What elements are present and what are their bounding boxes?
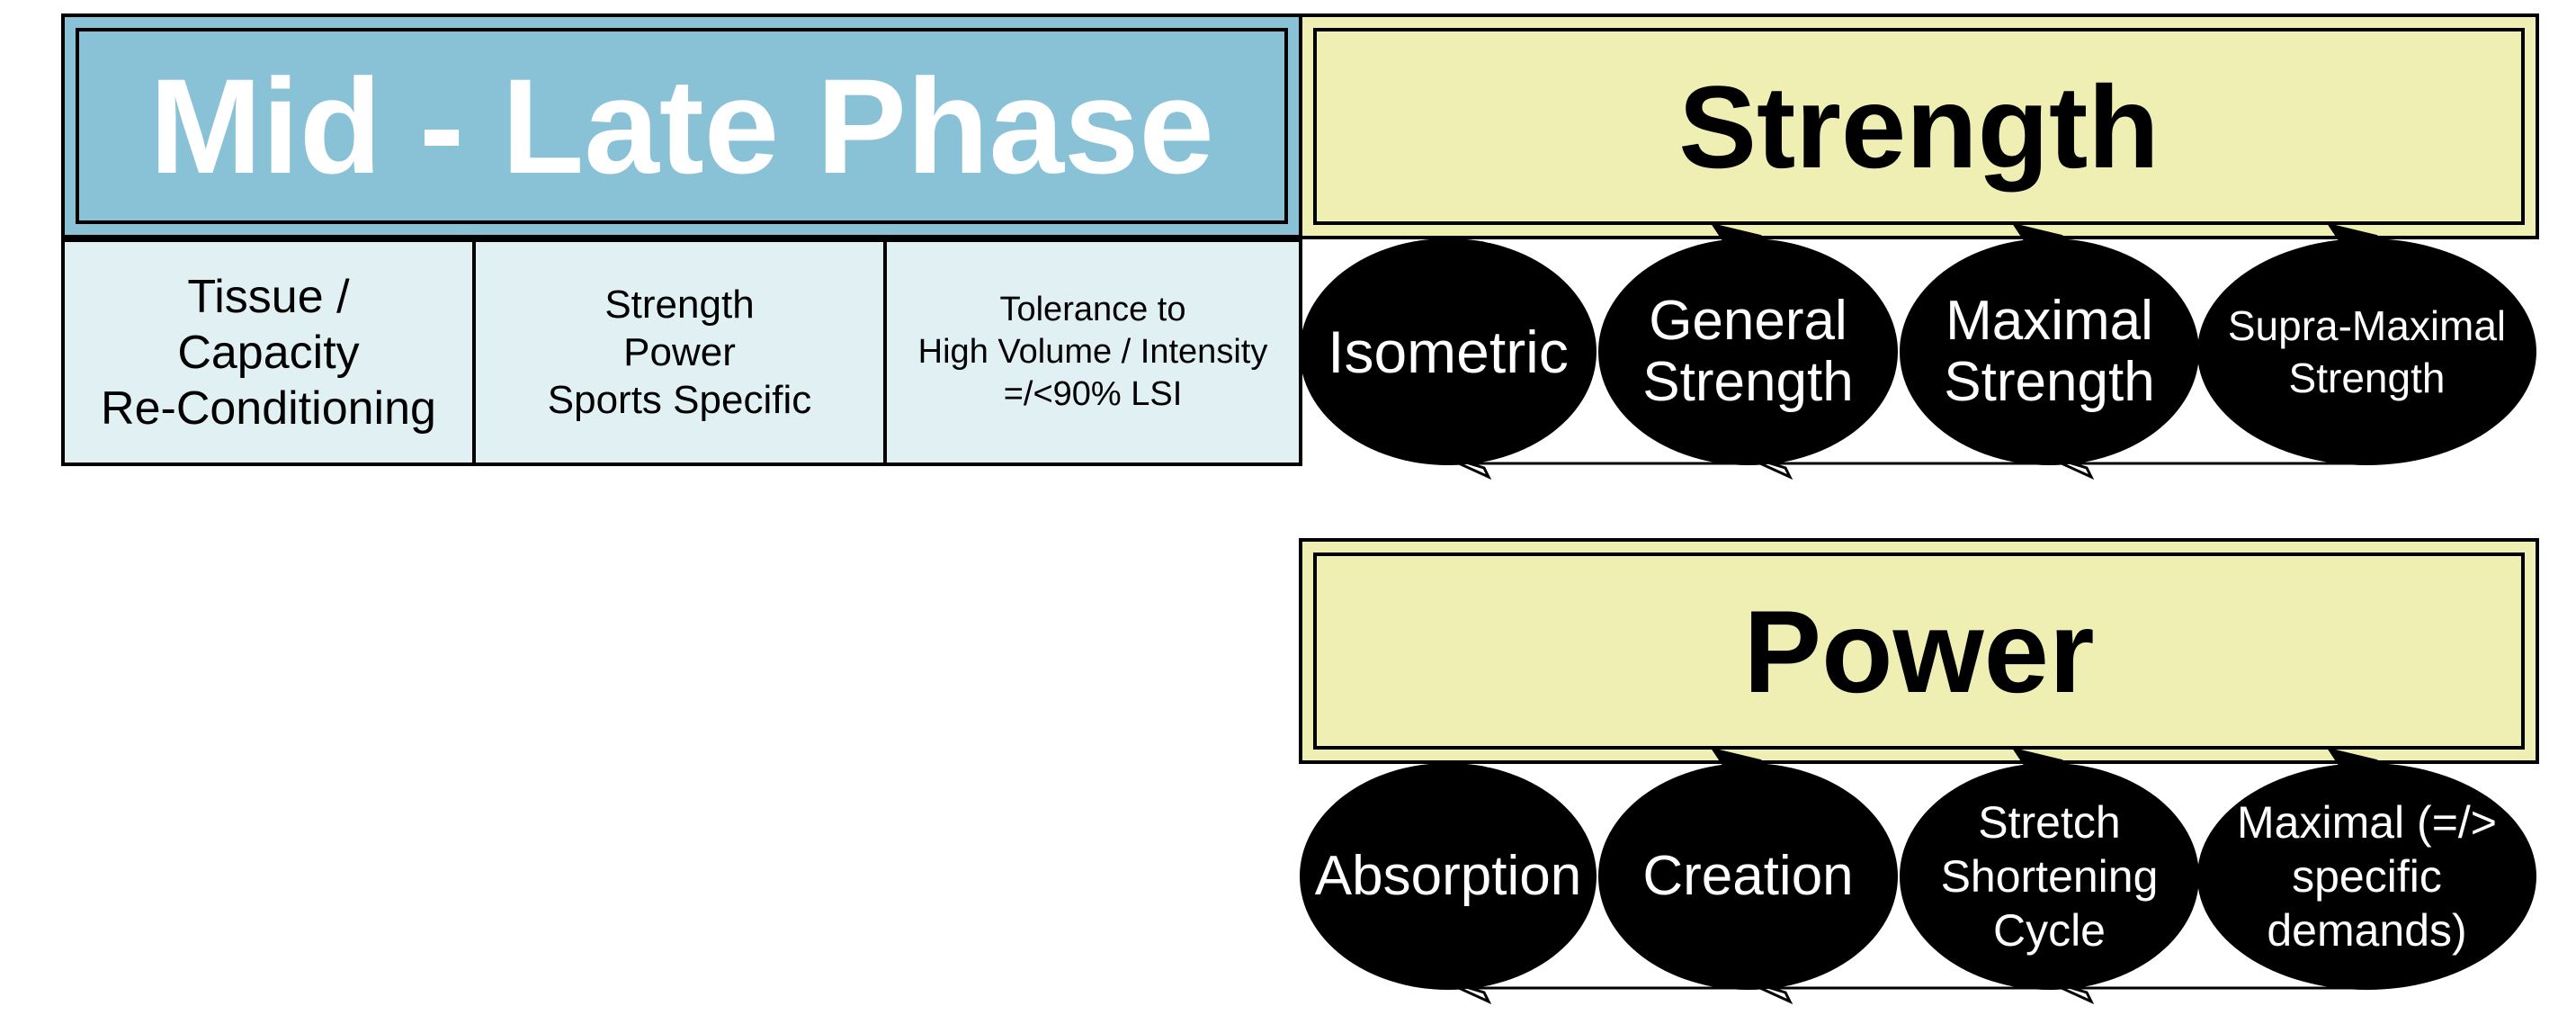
oval-label: Supra-Maximal Strength	[2227, 302, 2507, 401]
strength-title: Strength	[1678, 60, 2160, 193]
goal-cell-strength-power: Strength Power Sports Specific	[472, 238, 887, 466]
phase-title: Mid - Late Phase	[149, 50, 1214, 202]
oval-stretch-shortening-cycle: Stretch Shortening Cycle	[1900, 763, 2199, 990]
oval-label: Absorption	[1314, 845, 1582, 907]
goal-cell-tissue-capacity: Tissue / Capacity Re-Conditioning	[61, 238, 476, 466]
oval-label: General Strength	[1642, 290, 1854, 413]
power-title: Power	[1743, 585, 2095, 717]
oval-maximal-specific-demands: Maximal (=/> specific demands)	[2197, 763, 2536, 990]
strength-header-inner-frame: Strength	[1313, 28, 2525, 225]
oval-label: Maximal Strength	[1944, 290, 2155, 413]
goal-text: Tissue / Capacity Re-Conditioning	[101, 270, 436, 435]
oval-creation: Creation	[1598, 763, 1898, 990]
power-header: Power	[1299, 538, 2539, 764]
oval-label: Isometric	[1328, 319, 1569, 385]
oval-label: Stretch Shortening Cycle	[1940, 797, 2159, 956]
oval-label: Maximal (=/> specific demands)	[2237, 797, 2497, 956]
oval-supra-maximal-strength: Supra-Maximal Strength	[2197, 238, 2536, 465]
goal-cell-tolerance: Tolerance to High Volume / Intensity =/<…	[883, 238, 1302, 466]
oval-absorption: Absorption	[1300, 763, 1597, 990]
power-header-inner-frame: Power	[1313, 552, 2525, 750]
goal-text: Strength Power Sports Specific	[547, 283, 812, 422]
goal-text: Tolerance to High Volume / Intensity =/<…	[917, 291, 1268, 413]
oval-label: Creation	[1642, 845, 1854, 907]
oval-maximal-strength: Maximal Strength	[1900, 238, 2199, 465]
phase-header-inner-frame: Mid - Late Phase	[76, 28, 1288, 224]
oval-isometric: Isometric	[1300, 238, 1597, 465]
strength-header: Strength	[1299, 13, 2539, 239]
oval-general-strength: General Strength	[1598, 238, 1898, 465]
phase-header: Mid - Late Phase	[61, 13, 1302, 238]
